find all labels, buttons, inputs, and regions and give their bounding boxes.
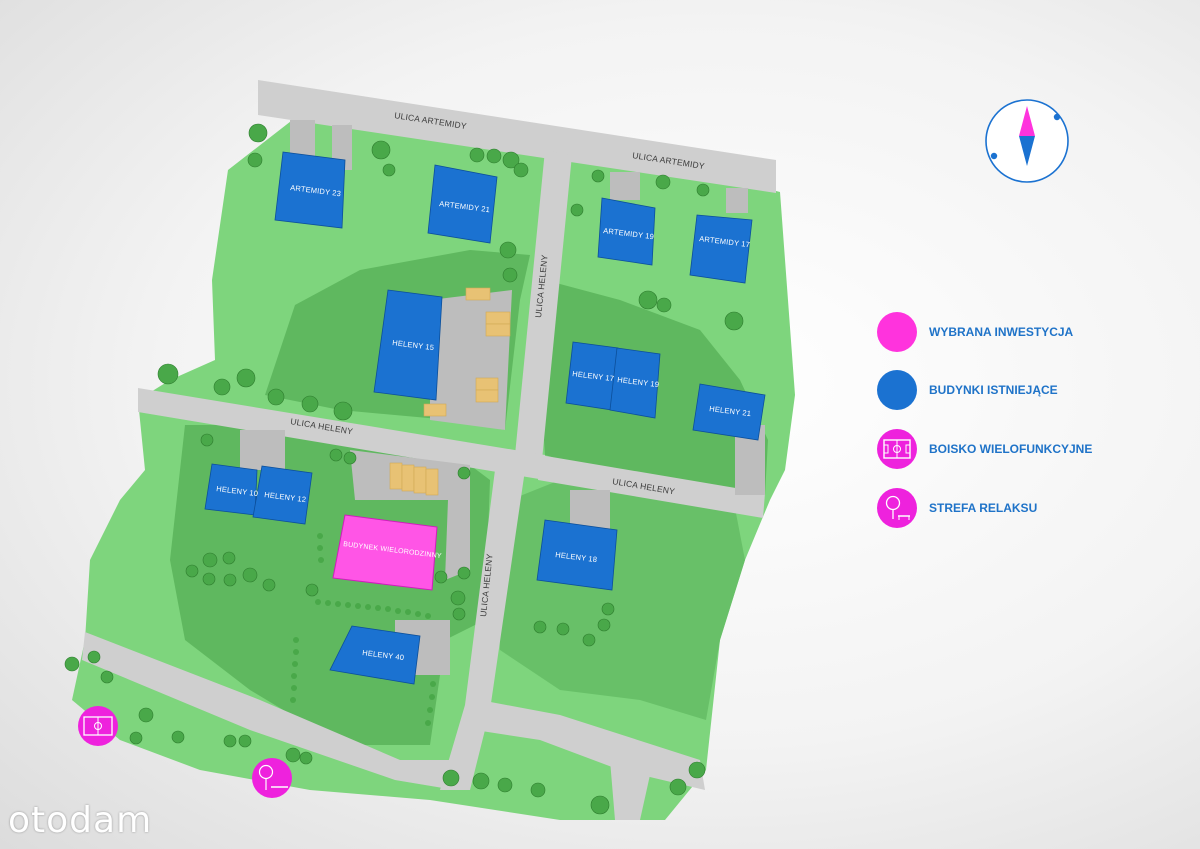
building-heleny-12 [252,465,313,525]
compass-icon [985,99,1069,183]
legend-item-sports-court: BOISKO WIELOFUNKCYJNE [877,428,1092,470]
legend-item-existing: BUDYNKI ISTNIEJĄCE [877,369,1058,411]
road-heleny-east [538,455,765,518]
existing-buildings [204,151,766,685]
sports-court-icon [877,429,917,469]
legend-label: BOISKO WIELOFUNKCYJNE [929,442,1093,456]
building-heleny-21 [692,383,766,441]
hedge-rows [290,533,436,726]
building-heleny-15 [373,289,443,401]
legend-label: BUDYNKI ISTNIEJĄCE [929,383,1058,397]
driveway-heleny-10 [240,430,285,470]
driveway-artemidy-17 [726,188,748,213]
road-artemidy [258,80,776,193]
building-heleny-19 [609,347,661,419]
road-south-west [82,632,460,790]
trees [64,123,744,815]
bench-tree-icon [877,488,917,528]
watermark-logo: otodam [8,800,153,841]
building-artemidy-17 [689,214,753,284]
relax-zone-marker [252,758,292,798]
building-heleny-18 [536,519,618,591]
building-artemidy-23 [274,151,346,229]
driveway-artemidy-19 [610,172,640,200]
existing-swatch-icon [877,370,917,410]
road-south-east [475,700,705,790]
driveway-heleny-18 [570,490,610,530]
building-artemidy-21 [427,164,498,244]
road-heleny-south [440,470,525,790]
building-investment [332,514,438,591]
legend-label: WYBRANA INWESTYCJA [929,325,1074,339]
legend-label: STREFA RELAKSU [929,501,1038,515]
parking-investment [350,450,470,580]
sports-court-marker [78,706,118,746]
parking-stalls [389,287,511,496]
investment-swatch-icon [877,312,917,352]
legend-item-investment: WYBRANA INWESTYCJA [877,311,1073,353]
road-south-exit [610,760,650,820]
legend-item-relax: STREFA RELAKSU [877,487,1037,529]
road-heleny-west [138,388,545,480]
building-heleny-40 [329,625,421,685]
road-heleny-north [515,150,572,460]
building-artemidy-19 [597,197,656,266]
